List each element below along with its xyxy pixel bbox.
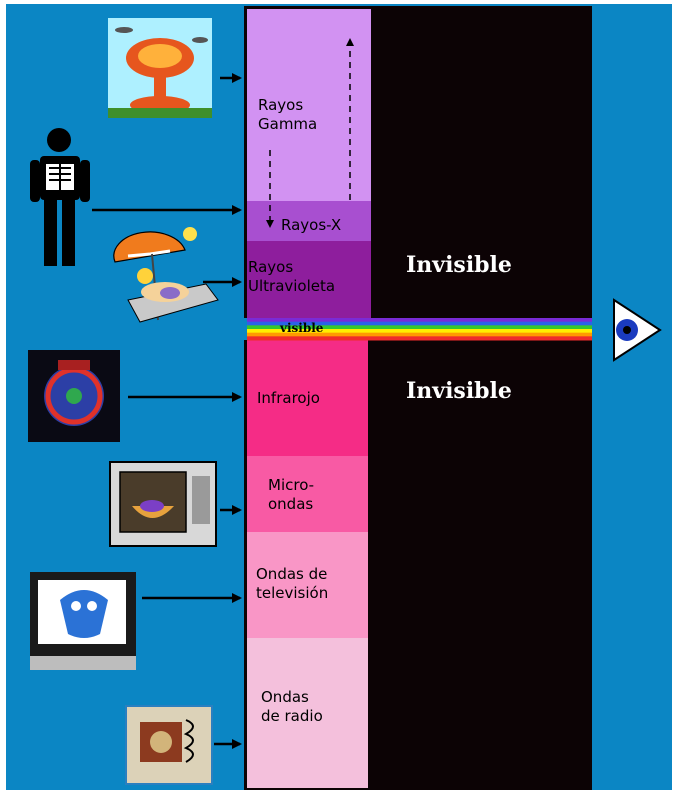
xray-person-icon <box>30 128 90 266</box>
pointer-arrows <box>92 73 242 749</box>
television-icon <box>30 572 136 670</box>
band-tv <box>247 532 368 638</box>
microwave-oven-icon <box>109 461 217 547</box>
spectrum-stripe <box>247 336 592 341</box>
band-uv <box>247 241 371 318</box>
radio-icon <box>125 705 213 785</box>
label-gamma: Rayos Gamma <box>258 96 318 133</box>
label-microwave: Micro- ondas <box>268 476 315 513</box>
eye-icon <box>613 298 662 362</box>
band-radio <box>247 638 368 788</box>
visible-spectrum-bar <box>247 318 592 341</box>
band-infrared <box>247 340 368 456</box>
spectrum-stripe <box>247 329 592 334</box>
invisible-label-bottom: Invisible <box>406 378 512 404</box>
nuclear-explosion-icon <box>108 18 212 118</box>
spectrum-stripe <box>247 321 592 326</box>
label-uv: Rayos Ultravioleta <box>248 258 336 295</box>
band-microwave <box>247 456 368 532</box>
heater-icon <box>28 350 120 442</box>
label-visible: visible <box>280 321 324 335</box>
sunbather-icon <box>113 227 219 323</box>
gamma-xray-overlap-arrows <box>266 38 354 228</box>
label-infrared: Infrarojo <box>257 389 320 407</box>
label-tv: Ondas de televisión <box>256 565 329 602</box>
spectrum-stripe <box>247 325 592 330</box>
label-xray: Rayos-X <box>281 216 342 234</box>
spectrum-stripe <box>247 318 592 323</box>
invisible-label-top: Invisible <box>406 252 512 278</box>
label-radio: Ondas de radio <box>261 688 323 725</box>
spectrum-stripe <box>247 332 592 337</box>
